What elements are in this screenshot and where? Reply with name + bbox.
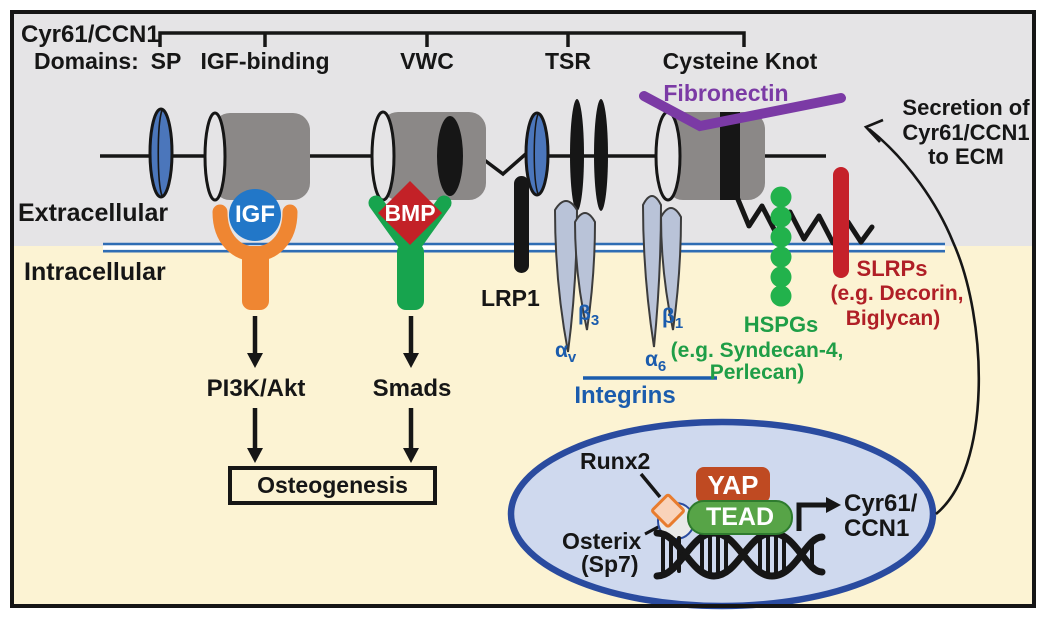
secretion-arrow xyxy=(863,118,981,516)
bmp-ligand-label: BMP xyxy=(384,200,436,226)
fibronectin-strand xyxy=(639,91,846,132)
igf-binding-domain-shape xyxy=(203,111,310,202)
tsr-domain-shape xyxy=(524,99,608,211)
integrin-alpha6-sub: 6 xyxy=(657,358,667,375)
integrin-alpha6beta1-shape xyxy=(641,195,683,348)
hspgs-label: HSPGs xyxy=(743,312,819,337)
intracellular-label: Intracellular xyxy=(24,258,166,286)
integrin-alpha6-base: α xyxy=(645,348,658,371)
secretion-note-line1: Secretion of xyxy=(902,95,1030,120)
lrp1-label: LRP1 xyxy=(481,285,540,311)
integrins-group-label: Integrins xyxy=(574,382,676,409)
target-gene-line2: CCN1 xyxy=(844,515,910,542)
domains-label: Domains: xyxy=(34,48,139,74)
integrin-alphav-label: αv xyxy=(555,339,577,366)
arrow-pi3k-to-osteogenesis xyxy=(247,408,263,463)
domain-igf-binding-label: IGF-binding xyxy=(200,48,330,74)
integrin-beta3-sub: 3 xyxy=(590,312,600,329)
integrin-beta3-label: β3 xyxy=(578,302,600,329)
yap-label: YAP xyxy=(707,470,759,500)
domain-sp-label: SP xyxy=(150,48,182,74)
runx2-shape xyxy=(651,493,685,528)
domain-bracket xyxy=(158,31,746,47)
target-gene-line1: Cyr61/ xyxy=(844,490,918,517)
integrin-beta1-sub: 1 xyxy=(674,315,684,332)
integrin-alphavbeta3-shape xyxy=(553,200,597,353)
fibronectin-label: Fibronectin xyxy=(663,80,789,106)
osteogenesis-label: Osteogenesis xyxy=(257,472,408,498)
arrow-igf-to-pi3k xyxy=(247,316,263,368)
transcription-arrow xyxy=(796,497,841,531)
igf-ligand-shape xyxy=(229,189,281,241)
slrp-bar-shape xyxy=(833,167,849,278)
yap-box: YAP xyxy=(696,467,770,503)
arrow-smads-to-osteogenesis xyxy=(403,408,419,463)
tead-box: TEAD xyxy=(687,500,793,535)
bmp-ligand-shape xyxy=(378,181,442,245)
igf-ligand-label: IGF xyxy=(235,201,275,228)
domain-cysteine-knot-label: Cysteine Knot xyxy=(662,48,818,74)
domain-tsr-label: TSR xyxy=(545,48,591,74)
slrps-label: SLRPs xyxy=(856,256,928,281)
dna-helix xyxy=(653,529,826,580)
tead-label: TEAD xyxy=(705,503,775,531)
osterix-connector xyxy=(644,524,661,536)
hspgs-examples-line2: Perlecan) xyxy=(709,361,805,384)
osteogenesis-box: Osteogenesis xyxy=(228,466,437,505)
cysteine-knot-domain-shape xyxy=(654,110,765,202)
secretion-note: Secretion of Cyr61/CCN1 to ECM xyxy=(866,95,1050,170)
integrin-beta3-base: β xyxy=(578,302,591,325)
slrps-examples-line2: Biglycan) xyxy=(845,307,941,330)
integrin-beta1-base: β xyxy=(662,305,675,328)
hspgs-examples-line1: (e.g. Syndecan-4, xyxy=(670,339,844,362)
secretion-note-line3: to ECM xyxy=(928,144,1004,169)
domain-vwc-label: VWC xyxy=(400,48,454,74)
runx2-label: Runx2 xyxy=(580,448,651,474)
sp7-label: (Sp7) xyxy=(581,551,639,577)
pi3k-akt-label: PI3K/Akt xyxy=(206,375,306,402)
igf-receptor-shape xyxy=(212,204,298,310)
arrow-bmp-to-smads xyxy=(403,316,419,368)
wavy-linker xyxy=(734,194,875,246)
sp-domain-shape xyxy=(148,107,174,199)
smads-label: Smads xyxy=(372,375,452,402)
integrin-alphav-base: α xyxy=(555,339,568,362)
figure-border xyxy=(10,10,1036,608)
vwc-domain-shape xyxy=(370,110,486,202)
osterix-label: Osterix xyxy=(562,528,642,554)
integrin-alphav-sub: v xyxy=(567,349,577,366)
secretion-note-line2: Cyr61/CCN1 xyxy=(902,119,1030,145)
figure-title: Cyr61/CCN1 xyxy=(21,21,160,48)
integrin-beta1-label: β1 xyxy=(662,305,684,332)
integrin-alpha6-label: α6 xyxy=(645,348,667,375)
hspg-chain-shape xyxy=(770,186,792,307)
lrp1-receptor-shape xyxy=(514,176,529,273)
slrps-examples-line1: (e.g. Decorin, xyxy=(830,282,964,305)
extracellular-label: Extracellular xyxy=(18,199,169,227)
runx2-connector xyxy=(639,472,662,499)
